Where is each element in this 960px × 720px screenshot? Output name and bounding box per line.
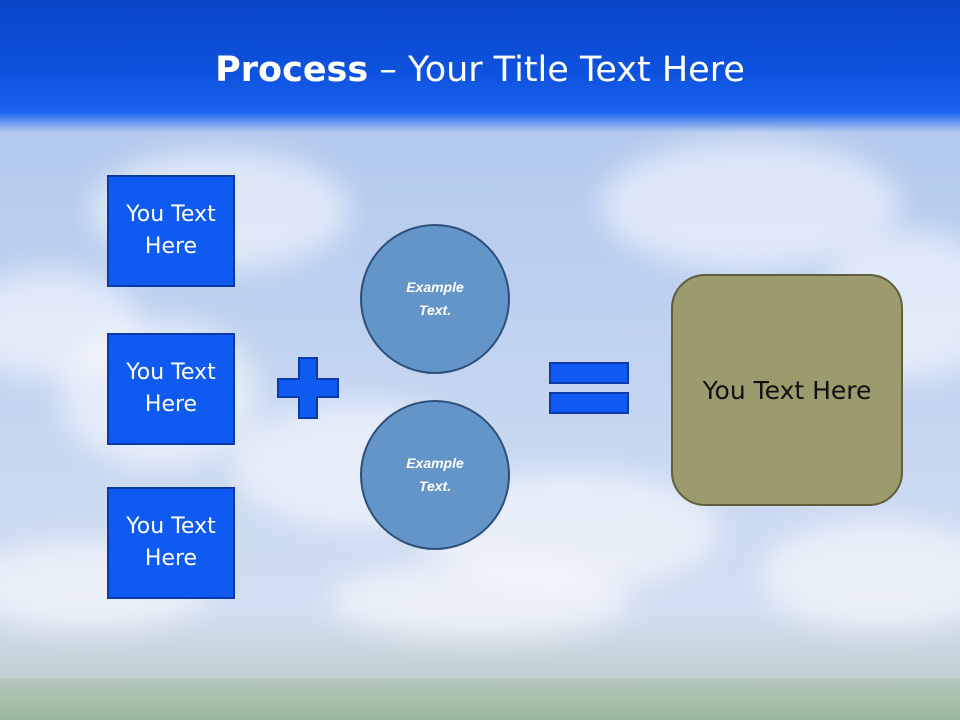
slide-title: Process – Your Title Text Here xyxy=(0,50,960,90)
example-circle-2-label: Example Text. xyxy=(406,455,464,494)
input-box-3: You Text Here xyxy=(107,487,235,599)
input-box-3-label: You Text Here xyxy=(126,514,216,571)
equals-icon xyxy=(549,362,629,414)
input-box-2: You Text Here xyxy=(107,333,235,445)
title-bold: Process xyxy=(215,50,369,90)
input-box-1-label: You Text Here xyxy=(126,202,216,259)
input-box-2-label: You Text Here xyxy=(126,360,216,417)
ground-strip xyxy=(0,678,960,720)
title-rest: – Your Title Text Here xyxy=(368,50,745,90)
example-circle-2: Example Text. xyxy=(360,400,510,550)
input-box-1: You Text Here xyxy=(107,175,235,287)
result-box-label: You Text Here xyxy=(702,375,872,405)
plus-icon xyxy=(277,357,339,419)
result-box: You Text Here xyxy=(671,274,903,506)
example-circle-1: Example Text. xyxy=(360,224,510,374)
title-bar: Process – Your Title Text Here xyxy=(0,0,960,132)
example-circle-1-label: Example Text. xyxy=(406,279,464,318)
